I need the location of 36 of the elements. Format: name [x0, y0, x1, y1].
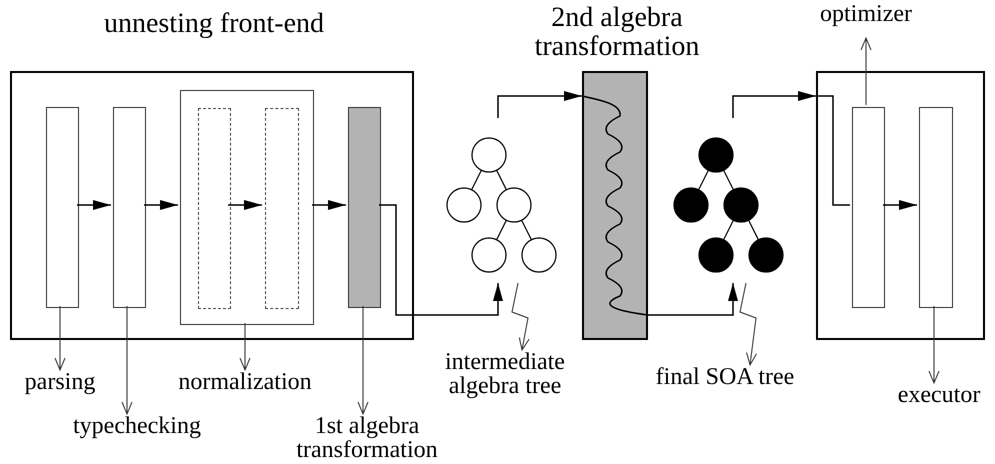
- arrow: [144, 200, 178, 210]
- arrow: [122, 306, 132, 414]
- stage-label: optimizer: [806, 2, 926, 26]
- stage-label: parsing: [10, 370, 110, 394]
- arrow: [240, 322, 250, 370]
- arrow: [582, 95, 738, 316]
- stage-box: [816, 71, 985, 340]
- stage-box: [113, 107, 146, 308]
- dashed-box: [198, 108, 231, 309]
- leader-line: [511, 282, 530, 350]
- stage-box: [919, 107, 953, 308]
- arrow: [732, 91, 816, 118]
- arrow: [312, 200, 346, 210]
- arrow: [883, 200, 917, 210]
- stage-box: [180, 90, 314, 325]
- stage-box: [46, 107, 79, 308]
- stage-label: final SOA tree: [640, 365, 810, 389]
- stage-box: [852, 107, 885, 308]
- leader-line: [739, 282, 757, 366]
- arrow: [928, 306, 940, 384]
- stage-label: normalization: [160, 370, 330, 394]
- arrow: [54, 306, 66, 370]
- arrow: [228, 200, 262, 210]
- arrow: [379, 204, 503, 316]
- stage-label: executor: [884, 383, 994, 407]
- dashed-box: [265, 108, 299, 309]
- box-heading: 2nd algebra transformation: [534, 3, 700, 61]
- stage-label: intermediate algebra tree: [425, 350, 585, 398]
- shaded-box: [348, 107, 381, 308]
- stage-label: typechecking: [52, 414, 222, 438]
- arrow: [860, 38, 872, 106]
- box-heading: unnesting front-end: [102, 9, 326, 38]
- arrow: [497, 91, 582, 118]
- stage-label: 1st algebra transformation: [292, 414, 442, 462]
- arrow: [77, 200, 111, 210]
- arrow: [358, 306, 368, 414]
